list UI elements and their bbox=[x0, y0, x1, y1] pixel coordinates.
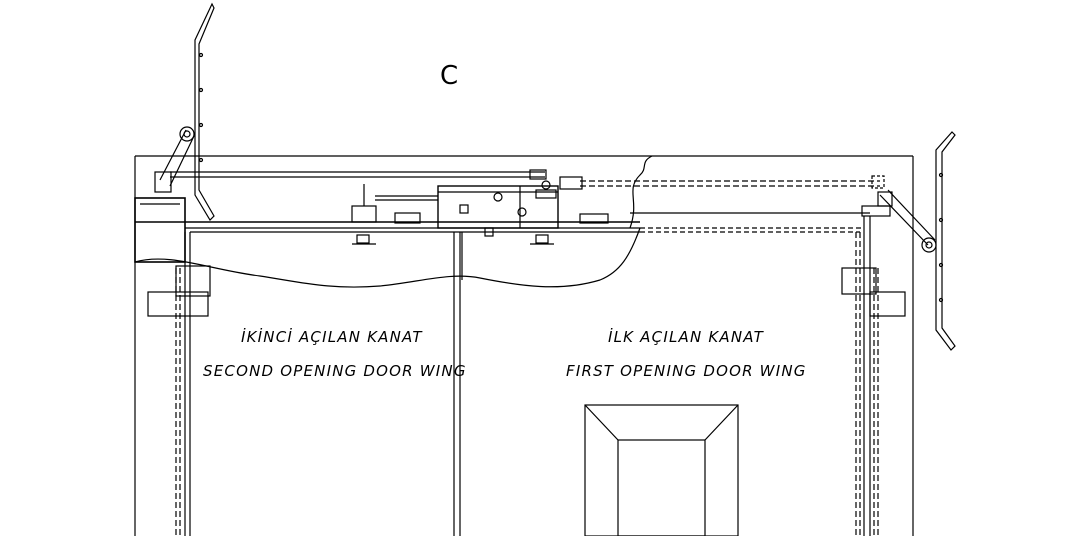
section-letter: C bbox=[440, 61, 458, 91]
right-wing-label-tr: İLK AÇILAN KANAT bbox=[608, 327, 765, 346]
right-guide-rod bbox=[559, 175, 885, 190]
left-pivot-assembly bbox=[351, 184, 554, 245]
left-wing-label-tr: İKİNCİ AÇILAN KANAT bbox=[241, 327, 423, 346]
left-door-wing bbox=[147, 232, 211, 536]
left-arm-roller-icon bbox=[179, 126, 195, 142]
motor-unit bbox=[375, 185, 609, 237]
header-rails bbox=[135, 212, 870, 233]
left-swing-arm bbox=[154, 2, 215, 221]
right-swing-arm bbox=[861, 131, 956, 351]
meeting-stiles bbox=[453, 232, 463, 536]
right-arm-roller-icon bbox=[921, 237, 937, 253]
right-wing-label-en: FIRST OPENING DOOR WING bbox=[566, 362, 807, 380]
left-arm-bracket bbox=[134, 197, 186, 263]
break-line-top bbox=[629, 155, 653, 229]
break-line-bottom bbox=[134, 227, 641, 288]
right-door-wing bbox=[841, 216, 906, 536]
door-vision-panel bbox=[584, 404, 739, 536]
left-wing-label-en: SECOND OPENING DOOR WING bbox=[203, 362, 467, 380]
left-guide-rod bbox=[170, 169, 551, 190]
